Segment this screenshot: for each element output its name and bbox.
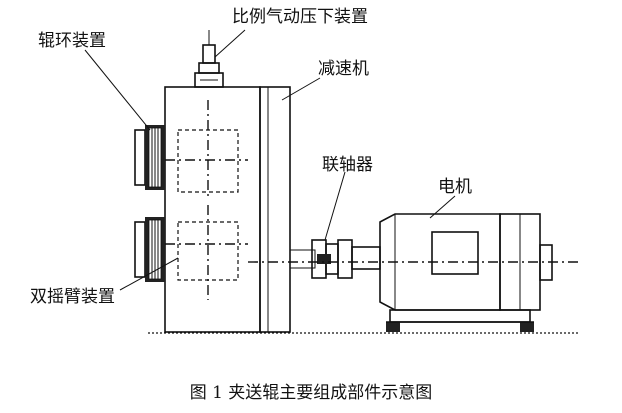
double-swing-arm-leader bbox=[119, 257, 179, 291]
upper-roll-section bbox=[165, 100, 248, 200]
figure-caption: 图 1 夹送辊主要组成部件示意图 bbox=[190, 383, 433, 403]
motor-leader bbox=[429, 195, 456, 219]
reducer-leader bbox=[281, 77, 321, 101]
reducer-body bbox=[259, 86, 291, 333]
motor bbox=[351, 213, 553, 332]
pneumatic-press-label: 比例气动压下装置 bbox=[232, 7, 368, 27]
main-housing bbox=[164, 86, 261, 333]
coupling bbox=[311, 239, 353, 279]
coupling-leader bbox=[324, 171, 346, 241]
reducer-label: 减速机 bbox=[318, 59, 369, 79]
motor-label: 电机 bbox=[438, 177, 472, 197]
double-swing-arm-label: 双摇臂装置 bbox=[30, 287, 115, 307]
coupling-label: 联轴器 bbox=[322, 155, 373, 175]
lower-roll-ring bbox=[134, 217, 165, 282]
roll-ring-label: 辊环装置 bbox=[38, 31, 106, 51]
pneumatic-press-device bbox=[194, 30, 224, 88]
roll-ring-leader bbox=[84, 49, 151, 131]
drive-shaft bbox=[289, 249, 316, 269]
upper-roll-ring bbox=[134, 125, 165, 190]
pneumatic-press-leader bbox=[214, 29, 246, 58]
lower-roll-section bbox=[165, 205, 248, 300]
